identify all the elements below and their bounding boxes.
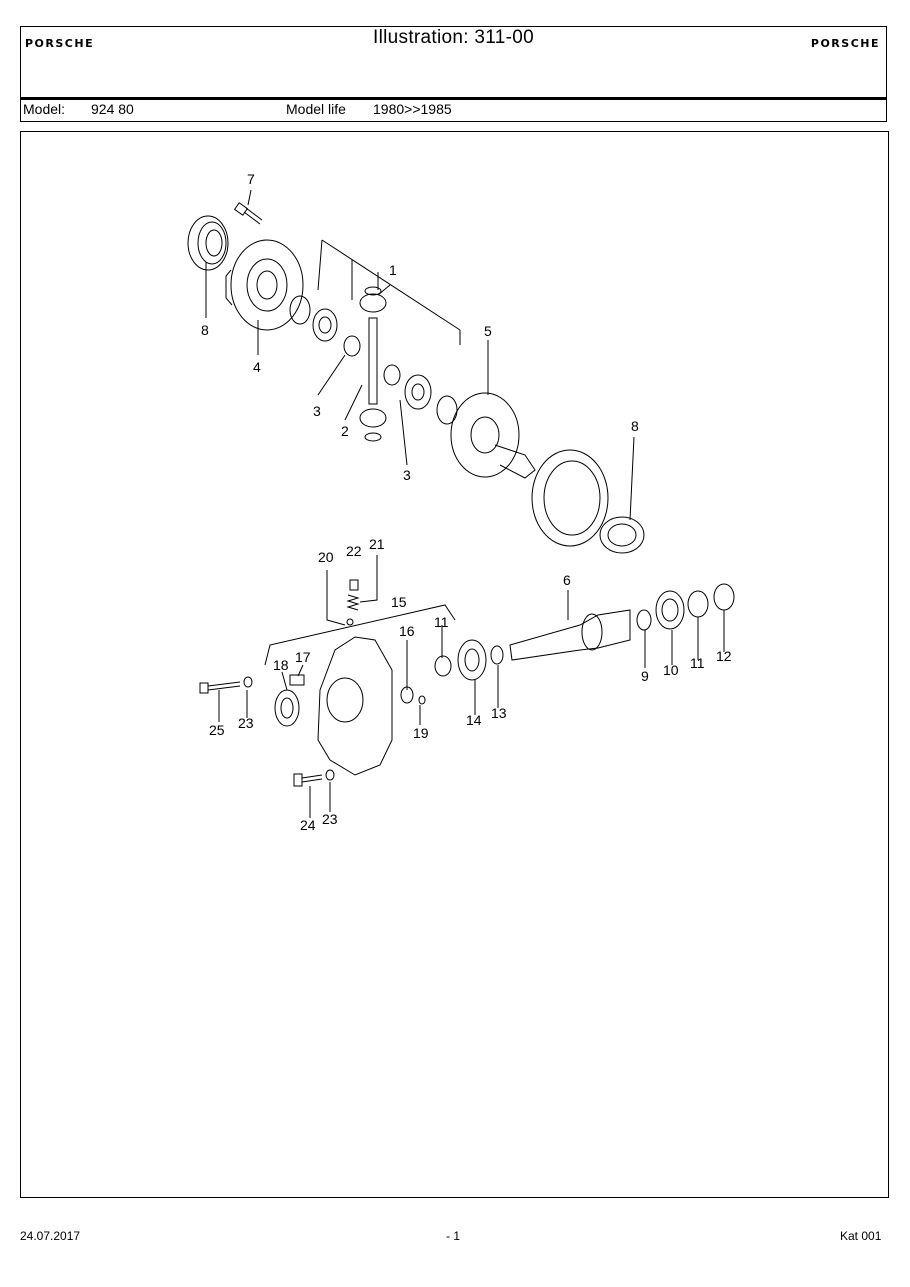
callout-label: 11 <box>690 655 705 671</box>
nut-part <box>713 583 735 611</box>
callout-label: 17 <box>295 649 311 665</box>
porsche-logo-left: PORSCHE <box>25 37 95 50</box>
callout-label: 3 <box>403 467 411 483</box>
callout-label: 25 <box>209 722 225 738</box>
bearing-race-part <box>434 655 452 677</box>
illustration-frame <box>20 131 889 1198</box>
small-gear-part <box>359 286 387 442</box>
washer-part <box>636 609 652 631</box>
porsche-logo-right: PORSCHE <box>810 37 880 50</box>
washer-part <box>289 295 311 325</box>
callout-label: 24 <box>300 817 316 833</box>
washer-part <box>490 645 504 665</box>
footer-catalog: Kat 001 <box>840 1229 882 1243</box>
header-box: PORSCHE Illustration: 311-00 PORSCHE <box>20 26 887 100</box>
callout-label: 16 <box>399 623 415 639</box>
bearing-part <box>457 639 487 681</box>
pin-part <box>289 674 305 686</box>
model-value: 924 80 <box>91 101 134 117</box>
callout-label: 10 <box>663 662 679 678</box>
lock-washer-part <box>243 676 253 688</box>
differential-cover-part <box>450 392 536 479</box>
bolt-part <box>199 681 241 694</box>
lock-washer-part <box>325 769 335 781</box>
callout-label: 18 <box>273 657 289 673</box>
callout-label: 1 <box>389 262 397 278</box>
callout-label: 21 <box>369 536 385 552</box>
callout-label: 20 <box>318 549 334 565</box>
page-title: Illustration: 311-00 <box>373 27 534 48</box>
washer-part <box>436 395 458 425</box>
spacer-part <box>383 364 401 386</box>
callout-label: 23 <box>322 811 338 827</box>
pinion-shaft-part <box>368 317 378 405</box>
bolt-part <box>293 773 323 787</box>
callout-label: 9 <box>641 668 649 684</box>
bearing-race-part <box>687 590 709 618</box>
bearing-part <box>655 590 685 630</box>
callout-label: 2 <box>341 423 349 439</box>
plug-part <box>349 579 359 591</box>
bevel-gear-part <box>312 308 338 342</box>
callout-label: 22 <box>346 543 362 559</box>
callout-label: 14 <box>466 712 482 728</box>
model-label: Model: <box>23 101 66 117</box>
bolt-part <box>233 202 263 225</box>
callout-labels: 7 1 8 4 5 3 2 3 8 20 22 21 15 16 11 18 1… <box>201 171 732 833</box>
leader-lines <box>205 189 725 818</box>
pinion-shaft-part <box>509 609 631 661</box>
bearing-part <box>599 516 645 554</box>
callout-label: 7 <box>247 171 255 187</box>
callout-label: 23 <box>238 715 254 731</box>
footer-date: 24.07.2017 <box>20 1229 81 1243</box>
callout-label: 4 <box>253 359 261 375</box>
callout-label: 8 <box>201 322 209 338</box>
callout-label: 19 <box>413 725 429 741</box>
callout-label: 15 <box>391 594 407 610</box>
bearing-part <box>187 215 229 271</box>
callout-label: 13 <box>491 705 507 721</box>
callout-label: 8 <box>631 418 639 434</box>
differential-housing-part <box>225 239 304 331</box>
group-bracket <box>264 604 456 666</box>
callout-label: 11 <box>434 614 449 630</box>
spacer-part <box>343 335 361 357</box>
group-bracket <box>317 239 461 345</box>
leader-lines <box>351 260 379 300</box>
callout-label: 6 <box>563 572 571 588</box>
callout-label: 12 <box>716 648 732 664</box>
model-life-label: Model life <box>286 101 346 117</box>
bevel-gear-part <box>404 374 432 410</box>
model-info-row: Model: 924 80 Model life 1980>>1985 <box>20 100 887 122</box>
callout-label: 5 <box>484 323 492 339</box>
o-ring-part <box>418 695 426 705</box>
leader-lines <box>326 555 378 626</box>
model-life-value: 1980>>1985 <box>373 101 452 117</box>
footer-page-number: - 1 <box>446 1229 461 1243</box>
ring-gear-part <box>531 449 609 547</box>
callout-label: 3 <box>313 403 321 419</box>
seal-part <box>274 689 300 727</box>
spring-part <box>346 594 360 611</box>
ball-part <box>346 618 354 626</box>
transmission-cover-part <box>317 636 393 776</box>
